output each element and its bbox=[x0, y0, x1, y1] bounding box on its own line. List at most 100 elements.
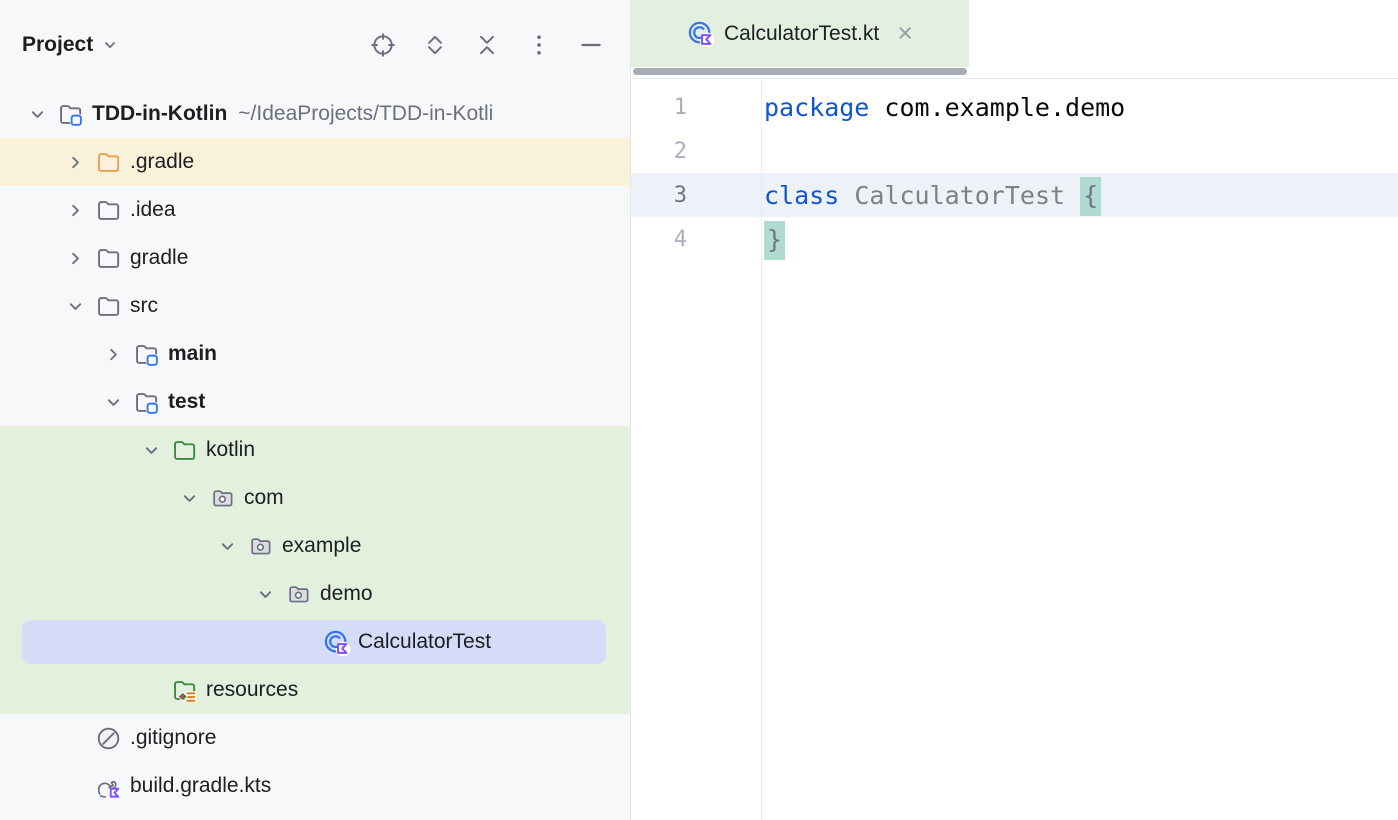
tree-item-demo[interactable]: demo bbox=[0, 570, 630, 618]
module-folder-icon bbox=[132, 388, 160, 416]
project-tool-window: Project TDD-in-Kotlin ~/IdeaProjects/TDD-… bbox=[0, 0, 631, 820]
locate-icon bbox=[370, 32, 396, 58]
locate-button[interactable] bbox=[368, 30, 398, 60]
tree-item-calculatortest[interactable]: CalculatorTest bbox=[0, 618, 630, 666]
chevron-down-icon[interactable] bbox=[214, 533, 240, 559]
code-line[interactable]: 2 bbox=[631, 129, 1398, 173]
chevron-right-icon[interactable] bbox=[62, 245, 88, 271]
expand-all-icon bbox=[422, 32, 448, 58]
tree-item-label: kotlin bbox=[206, 438, 256, 461]
tree-item-example[interactable]: example bbox=[0, 522, 630, 570]
token-plain: com.example.demo bbox=[869, 92, 1126, 122]
tree-item-main[interactable]: main bbox=[0, 330, 630, 378]
chevron-right-icon[interactable] bbox=[62, 149, 88, 175]
tree-item-label: TDD-in-Kotlin bbox=[92, 102, 228, 125]
line-number[interactable]: 2 bbox=[673, 138, 687, 164]
tree-item-tdd-in-kotlin[interactable]: TDD-in-Kotlin ~/IdeaProjects/TDD-in-Kotli bbox=[0, 90, 630, 138]
package-icon bbox=[284, 580, 312, 608]
chevron-down-icon[interactable] bbox=[138, 437, 164, 463]
folder-icon bbox=[94, 196, 122, 224]
gutter-separator bbox=[761, 79, 762, 820]
tree-item-label: com bbox=[244, 486, 284, 509]
tab-calculatortest-kt[interactable]: CalculatorTest.kt × bbox=[631, 0, 969, 67]
code-line[interactable]: 3 class CalculatorTest { bbox=[631, 173, 1398, 217]
code-editor[interactable]: 1 package com.example.demo 2 3 class Calcula… bbox=[631, 79, 1398, 820]
tree-item-label: gradle bbox=[130, 246, 189, 269]
folder-icon bbox=[94, 292, 122, 320]
tree-item-label: resources bbox=[206, 678, 299, 701]
tree-item-label: .gitignore bbox=[130, 726, 217, 749]
expand-all-button[interactable] bbox=[420, 30, 450, 60]
project-panel-header: Project bbox=[0, 0, 630, 90]
tree-item-kotlin[interactable]: kotlin bbox=[0, 426, 630, 474]
chevron-right-icon[interactable] bbox=[100, 341, 126, 367]
chevron-spacer bbox=[138, 677, 164, 703]
token-brace-highlight: } bbox=[764, 220, 786, 260]
editor-tab-bar: CalculatorTest.kt × bbox=[631, 0, 1398, 79]
chevron-spacer bbox=[290, 629, 316, 655]
close-icon[interactable]: × bbox=[897, 18, 913, 48]
tree-item-label: src bbox=[130, 294, 158, 317]
tree-item-gradle[interactable]: gradle bbox=[0, 234, 630, 282]
collapse-all-icon bbox=[474, 32, 500, 58]
chevron-down-icon[interactable] bbox=[252, 581, 278, 607]
tree-item--idea[interactable]: .idea bbox=[0, 186, 630, 234]
tree-item--gradle[interactable]: .gradle bbox=[0, 138, 630, 186]
kotlin-test-class-icon bbox=[322, 628, 350, 656]
resources-folder-icon bbox=[170, 676, 198, 704]
tree-item-label: demo bbox=[320, 582, 373, 605]
package-icon bbox=[208, 484, 236, 512]
chevron-down-icon[interactable] bbox=[100, 389, 126, 415]
project-path: ~/IdeaProjects/TDD-in-Kotli bbox=[238, 102, 494, 125]
token-plain bbox=[839, 181, 854, 210]
code-line[interactable]: 4} bbox=[631, 217, 1398, 261]
token-plain bbox=[1065, 181, 1080, 210]
tree-item-label: .gradle bbox=[130, 150, 195, 173]
tree-item-com[interactable]: com bbox=[0, 474, 630, 522]
panel-toolbar bbox=[368, 30, 606, 60]
chevron-right-icon[interactable] bbox=[62, 197, 88, 223]
tree-item-resources[interactable]: resources bbox=[0, 666, 630, 714]
line-number[interactable]: 4 bbox=[673, 226, 687, 252]
code-text: package com.example.demo bbox=[764, 93, 1125, 122]
code-text: class CalculatorTest { bbox=[764, 176, 1102, 216]
more-options-button[interactable] bbox=[524, 30, 554, 60]
tree-item-label: example bbox=[282, 534, 362, 557]
chevron-spacer bbox=[62, 773, 88, 799]
active-tab-indicator bbox=[633, 68, 967, 75]
tree-item-label: .idea bbox=[130, 198, 176, 221]
tree-item-src[interactable]: src bbox=[0, 282, 630, 330]
chevron-down-icon[interactable] bbox=[62, 293, 88, 319]
chevron-down-icon[interactable] bbox=[24, 101, 50, 127]
folder-icon bbox=[94, 244, 122, 272]
tree-item-build-gradle-kts[interactable]: build.gradle.kts bbox=[0, 762, 630, 810]
tree-item-label: CalculatorTest bbox=[358, 630, 492, 653]
tree-item--gitignore[interactable]: .gitignore bbox=[0, 714, 630, 762]
chevron-down-icon[interactable] bbox=[176, 485, 202, 511]
tree-item-label: main bbox=[168, 342, 218, 365]
tree-item-test[interactable]: test bbox=[0, 378, 630, 426]
chevron-down-icon[interactable] bbox=[101, 36, 119, 54]
package-icon bbox=[246, 532, 274, 560]
line-number[interactable]: 3 bbox=[673, 182, 687, 208]
hide-panel-icon bbox=[578, 32, 604, 58]
token-unused: CalculatorTest bbox=[854, 180, 1066, 210]
collapse-all-button[interactable] bbox=[472, 30, 502, 60]
token-brace-highlight: { bbox=[1080, 176, 1102, 216]
code-line[interactable]: 1 package com.example.demo bbox=[631, 85, 1398, 129]
project-tree: TDD-in-Kotlin ~/IdeaProjects/TDD-in-Kotli… bbox=[0, 90, 630, 810]
editor-area: CalculatorTest.kt × 1 package com.example… bbox=[631, 0, 1398, 820]
gradle-kotlin-file-icon bbox=[94, 772, 122, 800]
kotlin-test-class-icon bbox=[687, 20, 714, 47]
line-number[interactable]: 1 bbox=[673, 94, 687, 120]
ignored-file-icon bbox=[94, 724, 122, 752]
hide-panel-button[interactable] bbox=[576, 30, 606, 60]
panel-title[interactable]: Project bbox=[22, 33, 94, 56]
code-text: } bbox=[764, 220, 786, 260]
project-folder-icon bbox=[56, 100, 84, 128]
folder-green-icon bbox=[170, 436, 198, 464]
more-options-icon bbox=[526, 32, 552, 58]
token-keyword: class bbox=[764, 180, 840, 210]
tree-item-label: test bbox=[168, 390, 206, 413]
